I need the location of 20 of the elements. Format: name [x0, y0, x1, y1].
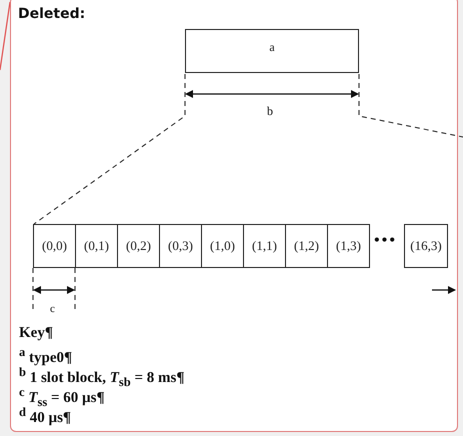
key-entry: $^{d}$ 40 µs¶ [19, 405, 72, 427]
dimension-label: c [50, 303, 55, 315]
zoom-guide-line [358, 74, 463, 138]
block-box: a [185, 29, 359, 73]
comment-heading: Deleted: [18, 6, 86, 22]
slot-cell: (1,1) [243, 224, 286, 268]
key-heading: Key¶ [19, 325, 53, 342]
key-entry: $^{b}$ 1 slot block, T$_{sb}$ = 8 ms¶ [19, 365, 184, 390]
slot-cell: (1,0) [201, 224, 244, 268]
slot-cell: (0,0) [33, 224, 76, 268]
dimension-label: b [267, 104, 273, 119]
slot-cell: (1,2) [285, 224, 328, 268]
slot-cell: (0,2) [117, 224, 160, 268]
slot-cell: (1,3) [327, 224, 370, 268]
slot-cell: (0,3) [159, 224, 202, 268]
slot-cell: (0,1) [75, 224, 118, 268]
ellipsis-dots: ••• [373, 233, 396, 247]
key-entry: $^{a}$ type0¶ [19, 345, 72, 367]
zoom-guide-line [34, 74, 186, 224]
slot-cell: (16,3) [404, 224, 448, 268]
